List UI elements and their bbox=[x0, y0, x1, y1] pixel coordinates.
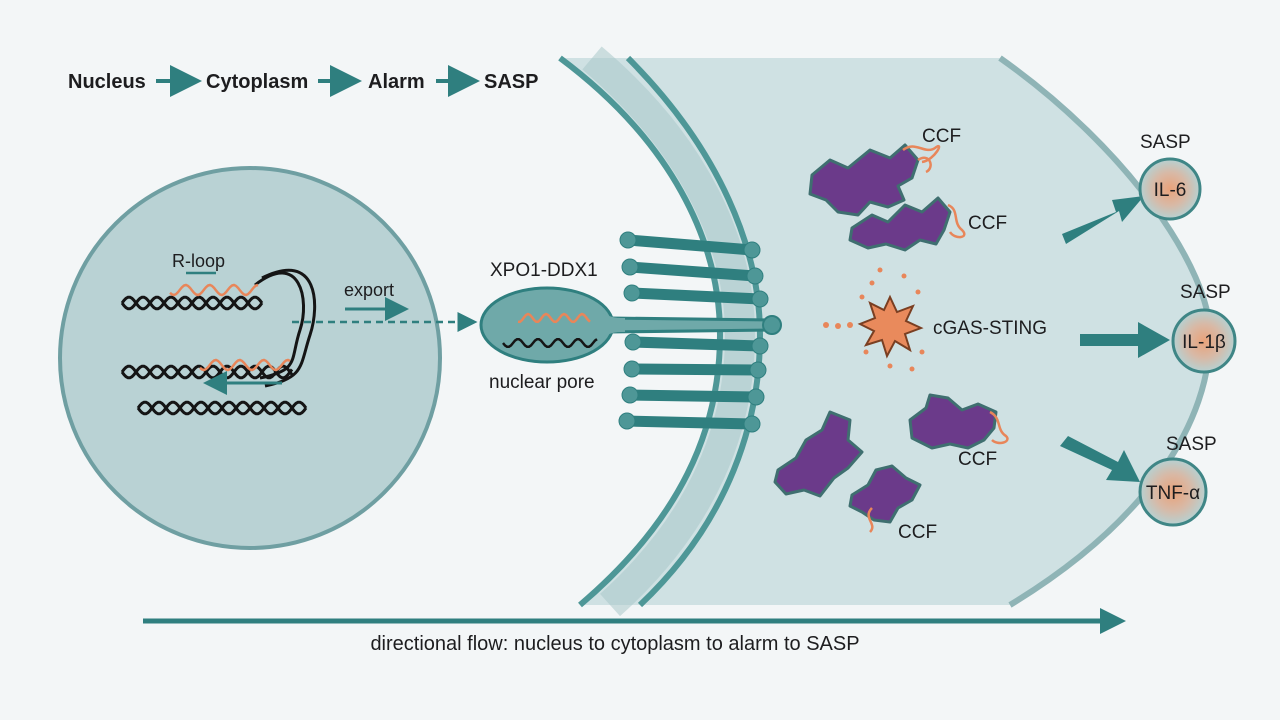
ccf-dna-tails bbox=[867, 144, 1009, 533]
cytokine-label: IL-1β bbox=[1182, 332, 1226, 353]
cytokine-bubble bbox=[1171, 308, 1237, 374]
nucleus: R-loop export bbox=[58, 166, 478, 550]
ccf-blob-3 bbox=[773, 410, 864, 498]
cytokine-bubble bbox=[1138, 457, 1208, 527]
complex-label: XPO1-DDX1 bbox=[490, 260, 598, 281]
dna-helix-bottom bbox=[136, 400, 308, 416]
directional-flow-arrowhead bbox=[1100, 608, 1126, 634]
ccf-fragments bbox=[773, 143, 998, 524]
nuclear-pore-label: nuclear pore bbox=[489, 372, 595, 393]
rna-strands bbox=[169, 283, 291, 372]
footer-flow: directional flow: nucleus to cytoplasm t… bbox=[143, 608, 1126, 655]
flow-step-cytoplasm: Cytoplasm bbox=[206, 71, 308, 93]
ccf-blob-4 bbox=[908, 393, 998, 450]
cytokine-bubble bbox=[1138, 157, 1202, 221]
flow-step-nucleus: Nucleus bbox=[68, 71, 146, 93]
envelope-lumen bbox=[582, 46, 756, 617]
alarm-particles bbox=[823, 267, 925, 372]
pore-transport-channel bbox=[608, 315, 782, 335]
sasp-group-label: SASP bbox=[1180, 282, 1231, 303]
ccf-label: CCF bbox=[922, 126, 961, 147]
cytokine-label: IL-6 bbox=[1154, 180, 1187, 201]
nucleus-body bbox=[58, 166, 442, 550]
flow-header: Nucleus Cytoplasm Alarm SASP bbox=[68, 65, 538, 97]
nuclear-envelope-outer bbox=[558, 55, 724, 608]
sasp-arrows bbox=[1060, 196, 1170, 482]
alarm-star-icon bbox=[857, 294, 924, 359]
flow-step-alarm: Alarm bbox=[368, 71, 425, 93]
nuclear-envelope-inner bbox=[625, 55, 764, 608]
sasp-arrow-2 bbox=[1080, 322, 1170, 358]
cytokine-il6: SASP IL-6 bbox=[1138, 132, 1202, 221]
ccf-blob-5 bbox=[848, 464, 922, 524]
ccf-labels: CCF CCF CCF CCF bbox=[898, 126, 1007, 543]
pore-channels bbox=[618, 231, 769, 433]
sasp-arrow-1 bbox=[1062, 196, 1144, 244]
ccf-blob-1 bbox=[808, 143, 920, 217]
rloop-label: R-loop bbox=[172, 251, 225, 271]
sasp-group-label: SASP bbox=[1166, 434, 1217, 455]
ccf-blob-2 bbox=[848, 196, 952, 252]
dna-loop bbox=[254, 269, 317, 388]
ccf-label: CCF bbox=[898, 522, 937, 543]
cytokine-tnfa: SASP TNF-α bbox=[1138, 434, 1217, 527]
sasp-group-label: SASP bbox=[1140, 132, 1191, 153]
flow-caption: directional flow: nucleus to cytoplasm t… bbox=[370, 633, 859, 655]
sasp-arrow-3 bbox=[1060, 436, 1140, 482]
dna-strands bbox=[120, 269, 317, 416]
complex-neck bbox=[600, 312, 625, 338]
nuclear-pore: XPO1-DDX1 nuclear pore bbox=[479, 231, 782, 433]
cytokine-label: TNF-α bbox=[1146, 483, 1200, 504]
dna-helix-top bbox=[120, 295, 264, 311]
exported-hybrid bbox=[502, 312, 598, 349]
ccf-label: CCF bbox=[968, 213, 1007, 234]
cgas-sting-label: cGAS-STING bbox=[933, 318, 1047, 339]
export-label: export bbox=[344, 280, 394, 300]
ccf-label: CCF bbox=[958, 449, 997, 470]
cytokine-il1b: SASP IL-1β bbox=[1171, 282, 1237, 374]
flow-step-sasp: SASP bbox=[484, 71, 538, 93]
cgas-sting-sensor: cGAS-STING bbox=[823, 267, 1047, 372]
sasp-cytokines: SASP IL-6 SASP IL-1β SASP TNF-α bbox=[1138, 132, 1237, 527]
xpo1-ddx1-complex bbox=[479, 286, 615, 364]
